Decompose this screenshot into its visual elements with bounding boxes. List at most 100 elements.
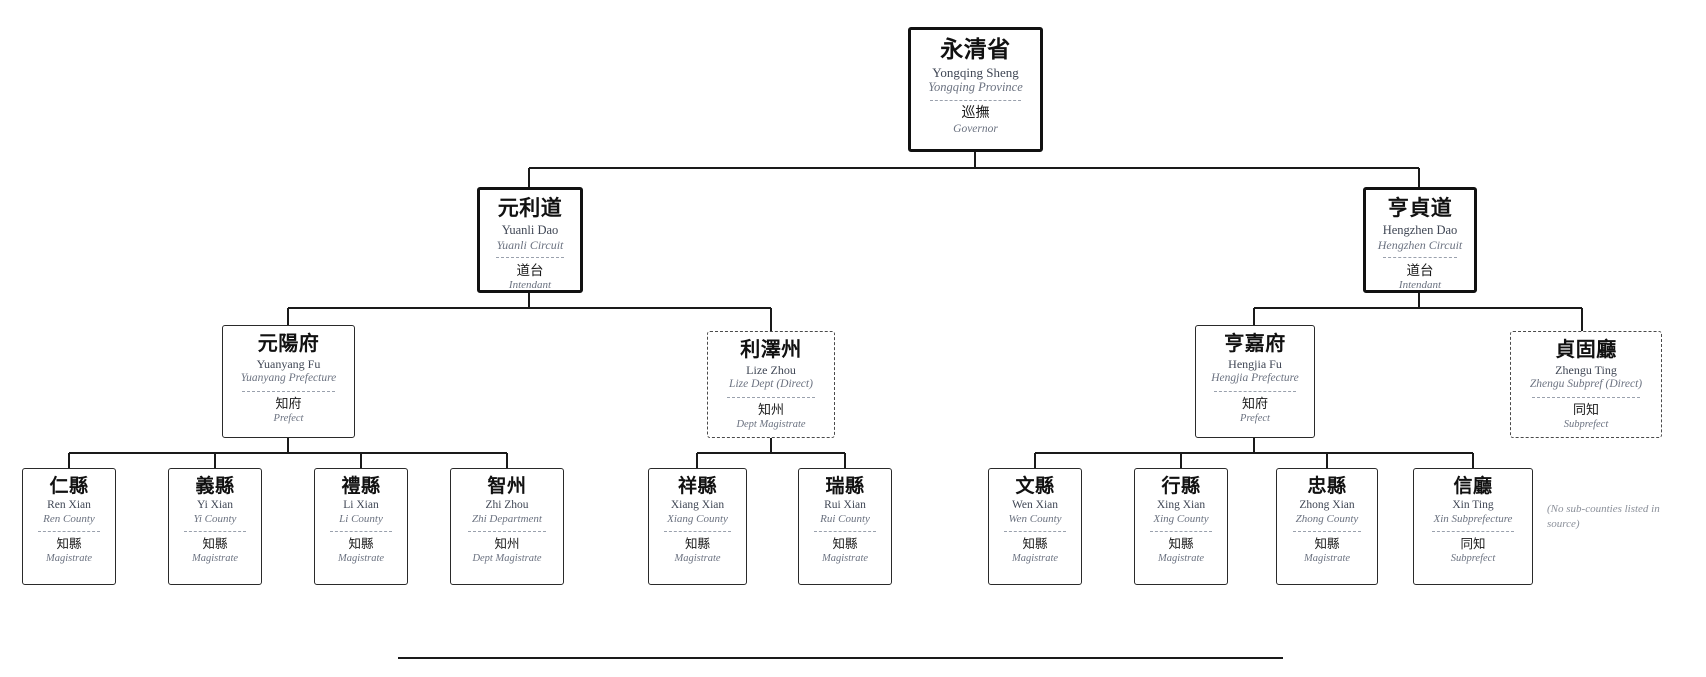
node-office-en: Intendant bbox=[1398, 279, 1442, 292]
node-divider bbox=[495, 256, 565, 258]
node-title-en: Yongqing Province bbox=[928, 80, 1023, 95]
node-title-cn: 元陽府 bbox=[257, 333, 320, 355]
node-title-pinyin: Zhi Zhou bbox=[485, 499, 529, 512]
node-divider bbox=[1292, 531, 1362, 533]
node-title-pinyin: Yuanyang Fu bbox=[256, 357, 321, 372]
node-title-cn: 忠縣 bbox=[1307, 476, 1347, 497]
node-divider bbox=[1382, 256, 1458, 258]
node-title-pinyin: Hengzhen Dao bbox=[1382, 222, 1458, 237]
node-province-yongqing[interactable]: 永清省 Yongqing Sheng Yongqing Province 巡撫 … bbox=[908, 27, 1043, 152]
node-office-en: Magistrate bbox=[1303, 552, 1351, 564]
node-title-en: Wen County bbox=[1008, 513, 1062, 526]
node-county-wen[interactable]: 文縣 Wen Xian Wen County 知縣 Magistrate bbox=[988, 468, 1082, 585]
node-title-cn: 貞固廳 bbox=[1555, 339, 1617, 361]
node-title-cn: 亨嘉府 bbox=[1224, 333, 1286, 355]
node-office-cn: 巡撫 bbox=[961, 106, 990, 122]
node-county-xing[interactable]: 行縣 Xing Xian Xing County 知縣 Magistrate bbox=[1134, 468, 1228, 585]
node-title-en: Zhi Department bbox=[472, 513, 542, 526]
node-title-en: Yi County bbox=[193, 513, 237, 526]
node-office-cn: 道台 bbox=[516, 262, 544, 278]
node-title-cn: 文縣 bbox=[1015, 476, 1055, 497]
node-title-pinyin: Hengjia Fu bbox=[1228, 357, 1282, 372]
no-subcounties-note: (No sub-counties listed in source) bbox=[1547, 503, 1660, 530]
node-county-yi[interactable]: 義縣 Yi Xian Yi County 知縣 Magistrate bbox=[168, 468, 262, 585]
node-title-en: Hengjia Prefecture bbox=[1211, 371, 1299, 384]
node-office-cn: 知州 bbox=[757, 401, 784, 417]
node-office-cn: 知府 bbox=[275, 395, 302, 411]
node-divider bbox=[242, 390, 335, 392]
node-title-pinyin: Rui Xian bbox=[824, 499, 866, 512]
node-county-xiang[interactable]: 祥縣 Xiang Xian Xiang County 知縣 Magistrate bbox=[648, 468, 747, 585]
node-title-cn: 義縣 bbox=[195, 476, 235, 497]
node-circuit-yuanli[interactable]: 元利道 Yuanli Dao Yuanli Circuit 道台 Intenda… bbox=[477, 187, 583, 293]
node-title-cn: 禮縣 bbox=[341, 476, 381, 497]
node-title-en: Zhengu Subpref (Direct) bbox=[1529, 377, 1643, 390]
node-title-en: Lize Dept (Direct) bbox=[729, 377, 813, 390]
node-circuit-hengzhen[interactable]: 亨貞道 Hengzhen Dao Hengzhen Circuit 道台 Int… bbox=[1363, 187, 1477, 293]
node-title-pinyin: Xiang Xian bbox=[670, 499, 725, 512]
node-county-rui[interactable]: 瑞縣 Rui Xian Rui County 知縣 Magistrate bbox=[798, 468, 892, 585]
bottom-rule bbox=[398, 657, 1283, 659]
node-county-zhong[interactable]: 忠縣 Zhong Xian Zhong County 知縣 Magistrate bbox=[1276, 468, 1378, 585]
node-office-cn: 道台 bbox=[1406, 262, 1434, 278]
node-divider bbox=[1532, 396, 1640, 398]
node-office-en: Magistrate bbox=[45, 552, 93, 564]
node-subprefecture-zhengu[interactable]: 貞固廳 Zhengu Ting Zhengu Subpref (Direct) … bbox=[1510, 331, 1662, 438]
node-office-cn: 同知 bbox=[1572, 401, 1599, 417]
node-title-cn: 元利道 bbox=[497, 196, 563, 220]
node-divider bbox=[468, 531, 546, 533]
node-title-en: Yuanyang Prefecture bbox=[240, 371, 337, 384]
node-divider bbox=[1213, 390, 1297, 392]
node-title-pinyin: Ren Xian bbox=[47, 499, 91, 512]
node-divider bbox=[329, 531, 393, 533]
node-title-pinyin: Zhong Xian bbox=[1299, 499, 1355, 512]
node-office-cn: 同知 bbox=[1460, 537, 1486, 552]
node-office-cn: 知縣 bbox=[1022, 537, 1048, 552]
node-office-en: Magistrate bbox=[674, 552, 721, 564]
node-prefecture-yuanyang[interactable]: 元陽府 Yuanyang Fu Yuanyang Prefecture 知府 P… bbox=[222, 325, 355, 438]
node-title-pinyin: Xin Ting bbox=[1452, 499, 1494, 512]
node-office-cn: 知縣 bbox=[1314, 537, 1340, 552]
node-title-en: Li County bbox=[339, 513, 383, 526]
node-prefecture-lize[interactable]: 利澤州 Lize Zhou Lize Dept (Direct) 知州 Dept… bbox=[707, 331, 835, 438]
node-title-cn: 智州 bbox=[487, 476, 527, 497]
node-office-en: Prefect bbox=[1240, 412, 1270, 424]
node-title-en: Hengzhen Circuit bbox=[1377, 237, 1463, 252]
node-title-pinyin: Yuanli Dao bbox=[501, 222, 559, 237]
node-office-en: Magistrate bbox=[1011, 552, 1059, 564]
node-title-pinyin: Yi Xian bbox=[196, 499, 234, 512]
node-title-en: Xing County bbox=[1153, 513, 1209, 526]
node-prefecture-hengjia[interactable]: 亨嘉府 Hengjia Fu Hengjia Prefecture 知府 Pre… bbox=[1195, 325, 1315, 438]
node-office-cn: 知縣 bbox=[56, 537, 82, 552]
node-subprefecture-xin[interactable]: 信廳 Xin Ting Xin Subprefecture 同知 Subpref… bbox=[1413, 468, 1533, 585]
node-title-pinyin: Lize Zhou bbox=[746, 363, 796, 378]
node-title-en: Rui County bbox=[820, 513, 870, 526]
node-county-ren[interactable]: 仁縣 Ren Xian Ren County 知縣 Magistrate bbox=[22, 468, 116, 585]
node-title-cn: 利澤州 bbox=[740, 339, 802, 361]
node-divider bbox=[1003, 531, 1067, 533]
node-divider bbox=[1149, 531, 1213, 533]
node-office-en: Subprefect bbox=[1450, 552, 1496, 564]
node-title-cn: 永清省 bbox=[940, 37, 1011, 62]
node-office-cn: 知縣 bbox=[348, 537, 374, 552]
node-office-en: Prefect bbox=[273, 412, 304, 424]
node-divider bbox=[929, 100, 1022, 102]
node-title-pinyin: Xing Xian bbox=[1156, 499, 1206, 512]
node-title-cn: 瑞縣 bbox=[825, 476, 865, 497]
node-office-cn: 知縣 bbox=[684, 537, 710, 552]
node-title-cn: 行縣 bbox=[1161, 476, 1201, 497]
node-office-en: Magistrate bbox=[337, 552, 385, 564]
node-divider bbox=[813, 531, 877, 533]
node-office-en: Magistrate bbox=[821, 552, 869, 564]
node-office-cn: 知府 bbox=[1241, 395, 1268, 411]
node-divider bbox=[183, 531, 247, 533]
node-department-zhi[interactable]: 智州 Zhi Zhou Zhi Department 知州 Dept Magis… bbox=[450, 468, 564, 585]
node-title-cn: 祥縣 bbox=[677, 476, 717, 497]
node-title-en: Yuanli Circuit bbox=[496, 237, 564, 252]
node-title-cn: 亨貞道 bbox=[1387, 196, 1453, 220]
node-office-cn: 知州 bbox=[494, 537, 520, 552]
node-title-cn: 仁縣 bbox=[49, 476, 89, 497]
node-divider bbox=[1431, 531, 1515, 533]
node-county-li[interactable]: 禮縣 Li Xian Li County 知縣 Magistrate bbox=[314, 468, 408, 585]
